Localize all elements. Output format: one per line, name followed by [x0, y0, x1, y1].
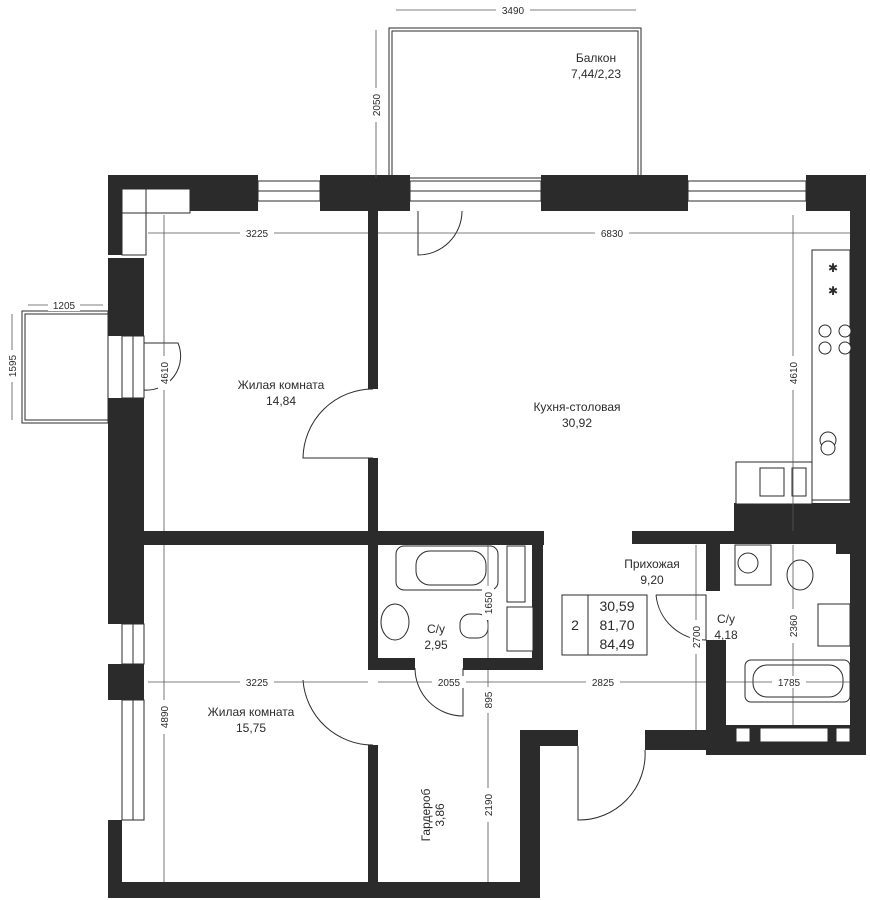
wc2-name: С/у — [717, 612, 735, 626]
living1-area: 14,84 — [266, 394, 296, 408]
summary-total-with-balcony: 84,49 — [599, 636, 634, 652]
hob-icon: ✱ — [828, 261, 838, 275]
dim-living2-width: 3225 — [246, 678, 269, 689]
kitchen-name: Кухня-столовая — [533, 400, 620, 414]
hob-icon-2: ✱ — [828, 284, 838, 298]
wc1-name: С/у — [427, 622, 445, 636]
dim-wc2-depth: 2360 — [789, 614, 800, 637]
dim-living1-depth: 4610 — [160, 361, 171, 384]
dim-hall-depth: 2700 — [692, 625, 703, 648]
kitchen-fixtures: ✱ ✱ — [735, 249, 852, 505]
kitchen-area: 30,92 — [562, 416, 592, 430]
dim-corridor-depth: 895 — [484, 691, 495, 708]
dim-corridor-width: 2055 — [438, 678, 461, 689]
dim-living2-depth: 4890 — [160, 705, 171, 728]
dimension-labels: 3490 2050 1205 1595 3225 6830 4610 4610 … — [6, 4, 806, 822]
dim-kitchen-width: 6830 — [601, 229, 624, 240]
balcony-area: 7,44/2,23 — [571, 67, 621, 81]
dim-balcony-depth: 2050 — [372, 93, 383, 116]
dim-balcony-width: 3490 — [502, 6, 525, 17]
summary-table: 2 30,59 81,70 84,49 — [561, 594, 648, 656]
summary-total-area: 81,70 — [599, 617, 634, 633]
summary-living-area: 30,59 — [599, 598, 634, 614]
living2-name: Жилая комната — [208, 705, 295, 719]
living1-name: Жилая комната — [238, 378, 325, 392]
walls — [108, 175, 866, 898]
dim-hall-width: 2825 — [592, 678, 615, 689]
dim-wc2-width: 1785 — [778, 678, 801, 689]
dim-small-balcony-width: 1205 — [53, 301, 76, 312]
bathroom-fixtures — [380, 544, 851, 743]
wc1-area: 2,95 — [424, 638, 448, 652]
hall-area: 9,20 — [640, 573, 664, 587]
dim-wardrobe-depth: 2190 — [484, 793, 495, 816]
balcony-name: Балкон — [576, 51, 616, 65]
dim-wc1-depth: 1650 — [484, 591, 495, 614]
dim-living1-width: 3225 — [246, 229, 269, 240]
summary-rooms-count: 2 — [571, 617, 579, 633]
wardrobe-area: 3,86 — [433, 803, 447, 827]
doors — [143, 210, 707, 821]
balcony-left — [21, 310, 109, 424]
wc2-area: 4,18 — [714, 628, 738, 642]
dim-kitchen-depth: 4610 — [789, 361, 800, 384]
windows — [121, 180, 807, 821]
wardrobe-name: Гардероб — [419, 788, 433, 841]
dim-small-balcony-depth: 1595 — [8, 354, 19, 377]
living2-area: 15,75 — [236, 721, 266, 735]
room-labels: Балкон 7,44/2,23 Жилая комната 14,84 Кух… — [208, 51, 738, 841]
balcony-top — [388, 27, 642, 179]
hall-name: Прихожая — [624, 557, 680, 571]
